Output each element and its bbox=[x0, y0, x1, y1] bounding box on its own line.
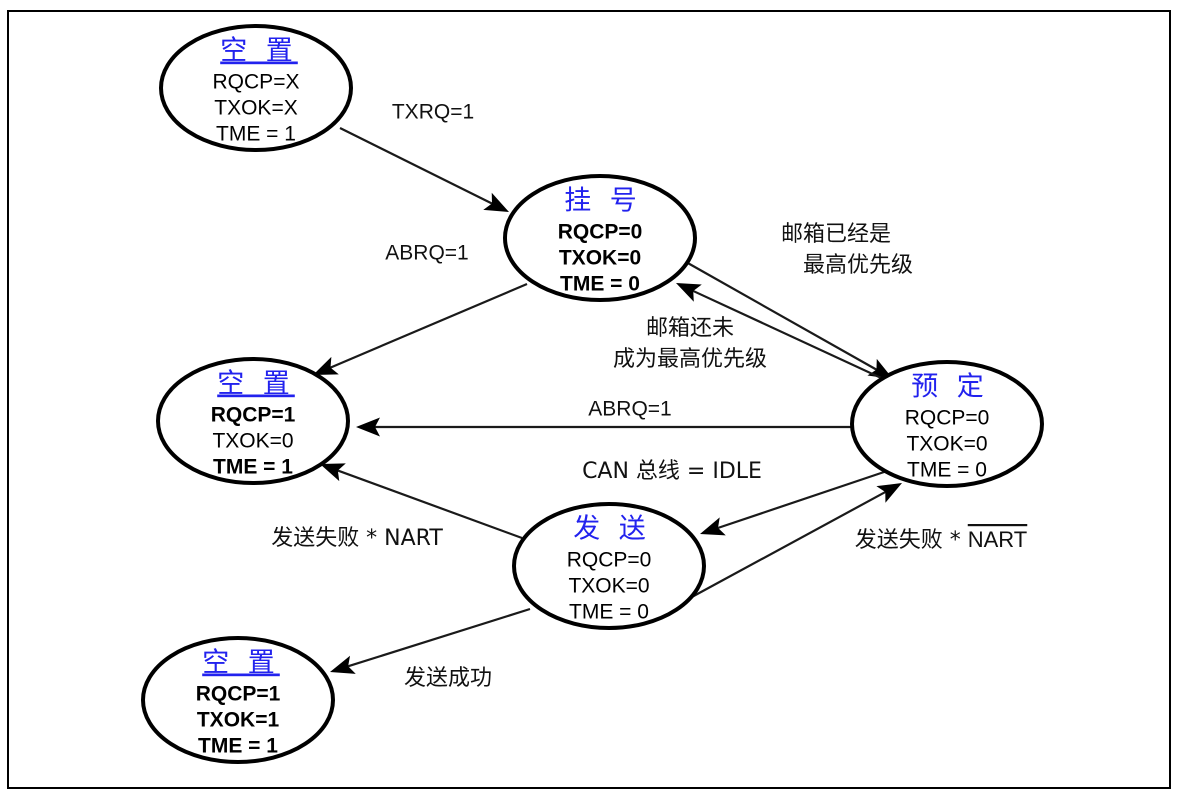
node-attr-line: TXOK=0 bbox=[906, 433, 987, 456]
node-title: 发 送 bbox=[573, 514, 651, 545]
edge-label-text: 发送成功 bbox=[404, 666, 492, 691]
arrow-head-icon bbox=[320, 463, 346, 482]
diagram-border bbox=[7, 10, 1171, 789]
node-ellipse[interactable] bbox=[156, 357, 350, 485]
arrow-head-icon bbox=[700, 517, 726, 536]
node-title: 空 置 bbox=[220, 36, 298, 67]
edge-e-abrq-diag bbox=[313, 282, 528, 375]
node-attr-line: RQCP=X bbox=[213, 71, 300, 94]
node-title: 挂 号 bbox=[564, 186, 642, 217]
node-attr-line: TME = 0 bbox=[907, 459, 987, 482]
edge-line bbox=[689, 490, 887, 599]
arrow-head-icon bbox=[876, 483, 902, 503]
edge-label-text: TXRQ=1 bbox=[392, 101, 474, 124]
edge-e-txrq bbox=[339, 127, 509, 212]
edge-label-lbl-success: 发送成功 bbox=[404, 666, 492, 691]
node-title: 空 置 bbox=[202, 648, 280, 679]
edge-e-abrq-horiz bbox=[356, 417, 852, 437]
edge-label-lbl-abrq-horiz: ABRQ=1 bbox=[588, 398, 671, 421]
node-ellipse[interactable] bbox=[512, 502, 706, 630]
node-attr-line: RQCP=1 bbox=[211, 404, 296, 427]
node-title: 预 定 bbox=[911, 372, 989, 403]
node-attr-line: TME = 1 bbox=[198, 735, 278, 758]
node-attr-line: TXOK=1 bbox=[197, 709, 280, 732]
node-attr-line: TME = 0 bbox=[569, 601, 649, 624]
node-attr-line: RQCP=0 bbox=[558, 221, 643, 244]
node-ellipse[interactable] bbox=[141, 636, 335, 764]
state-node-empty-top[interactable]: 空 置 RQCP=X TXOK=X TME = 1 bbox=[159, 24, 353, 152]
arrow-head-icon bbox=[676, 283, 702, 302]
edge-e-can-idle bbox=[700, 468, 891, 536]
edge-label-lbl-fail-nnart: 发送失败 * NART bbox=[855, 527, 1028, 553]
label-overlined: NART bbox=[968, 527, 1028, 552]
edge-e-success bbox=[330, 607, 531, 674]
node-ellipse[interactable] bbox=[850, 360, 1044, 488]
edge-label-text: 发送失败 * NART bbox=[271, 526, 443, 551]
node-attr-line: RQCP=0 bbox=[567, 549, 652, 572]
edge-label-text: CAN 总线 = IDLE bbox=[582, 459, 762, 484]
node-attr-line: RQCP=0 bbox=[905, 407, 990, 430]
edge-line bbox=[685, 261, 878, 372]
edge-label-lbl-fail-nart: 发送失败 * NART bbox=[271, 526, 443, 551]
edge-label-text: 最高优先级 bbox=[803, 253, 913, 278]
edge-e-fail-nart bbox=[320, 463, 523, 540]
arrow-head-icon bbox=[356, 417, 380, 437]
node-attr-line: TME = 0 bbox=[560, 273, 640, 296]
node-attr-line: TXOK=0 bbox=[212, 430, 293, 453]
node-attr-line: TXOK=0 bbox=[559, 247, 641, 270]
node-title: 空 置 bbox=[217, 369, 295, 400]
edge-e-prio-notyet bbox=[676, 283, 906, 390]
edge-label-text: 发送失败 * NART bbox=[855, 527, 1028, 553]
edge-label-lbl-txrq: TXRQ=1 bbox=[392, 101, 474, 124]
arrow-head-icon bbox=[483, 192, 509, 212]
edge-line bbox=[346, 607, 531, 668]
edge-label-text: 邮箱已经是 bbox=[781, 222, 891, 247]
node-attr-line: TXOK=0 bbox=[568, 575, 649, 598]
edge-label-text: 邮箱还未 bbox=[646, 316, 734, 341]
edge-label-text: 成为最高优先级 bbox=[613, 347, 767, 372]
edge-line bbox=[336, 469, 523, 540]
edge-label-lbl-abrq-diag: ABRQ=1 bbox=[385, 242, 468, 265]
node-attr-line: TXOK=X bbox=[214, 97, 297, 120]
edge-line bbox=[691, 289, 906, 390]
edge-e-fail-nnart bbox=[689, 483, 902, 599]
node-ellipse[interactable] bbox=[159, 24, 353, 152]
node-ellipse[interactable] bbox=[503, 174, 697, 302]
edge-label-text: ABRQ=1 bbox=[588, 398, 671, 421]
edge-line bbox=[716, 468, 891, 530]
edge-line bbox=[339, 127, 494, 205]
edge-label-text: ABRQ=1 bbox=[385, 242, 468, 265]
edge-layer bbox=[313, 127, 906, 674]
arrow-head-icon bbox=[330, 655, 356, 674]
edge-label-lbl-can-idle: CAN 总线 = IDLE bbox=[582, 459, 762, 484]
arrow-head-icon bbox=[313, 356, 339, 375]
label-prefix: 发送失败 * bbox=[855, 528, 968, 553]
node-attr-line: TME = 1 bbox=[213, 456, 293, 479]
edge-line bbox=[329, 282, 528, 369]
node-attr-line: TME = 1 bbox=[216, 123, 296, 146]
node-attr-line: RQCP=1 bbox=[196, 683, 281, 706]
